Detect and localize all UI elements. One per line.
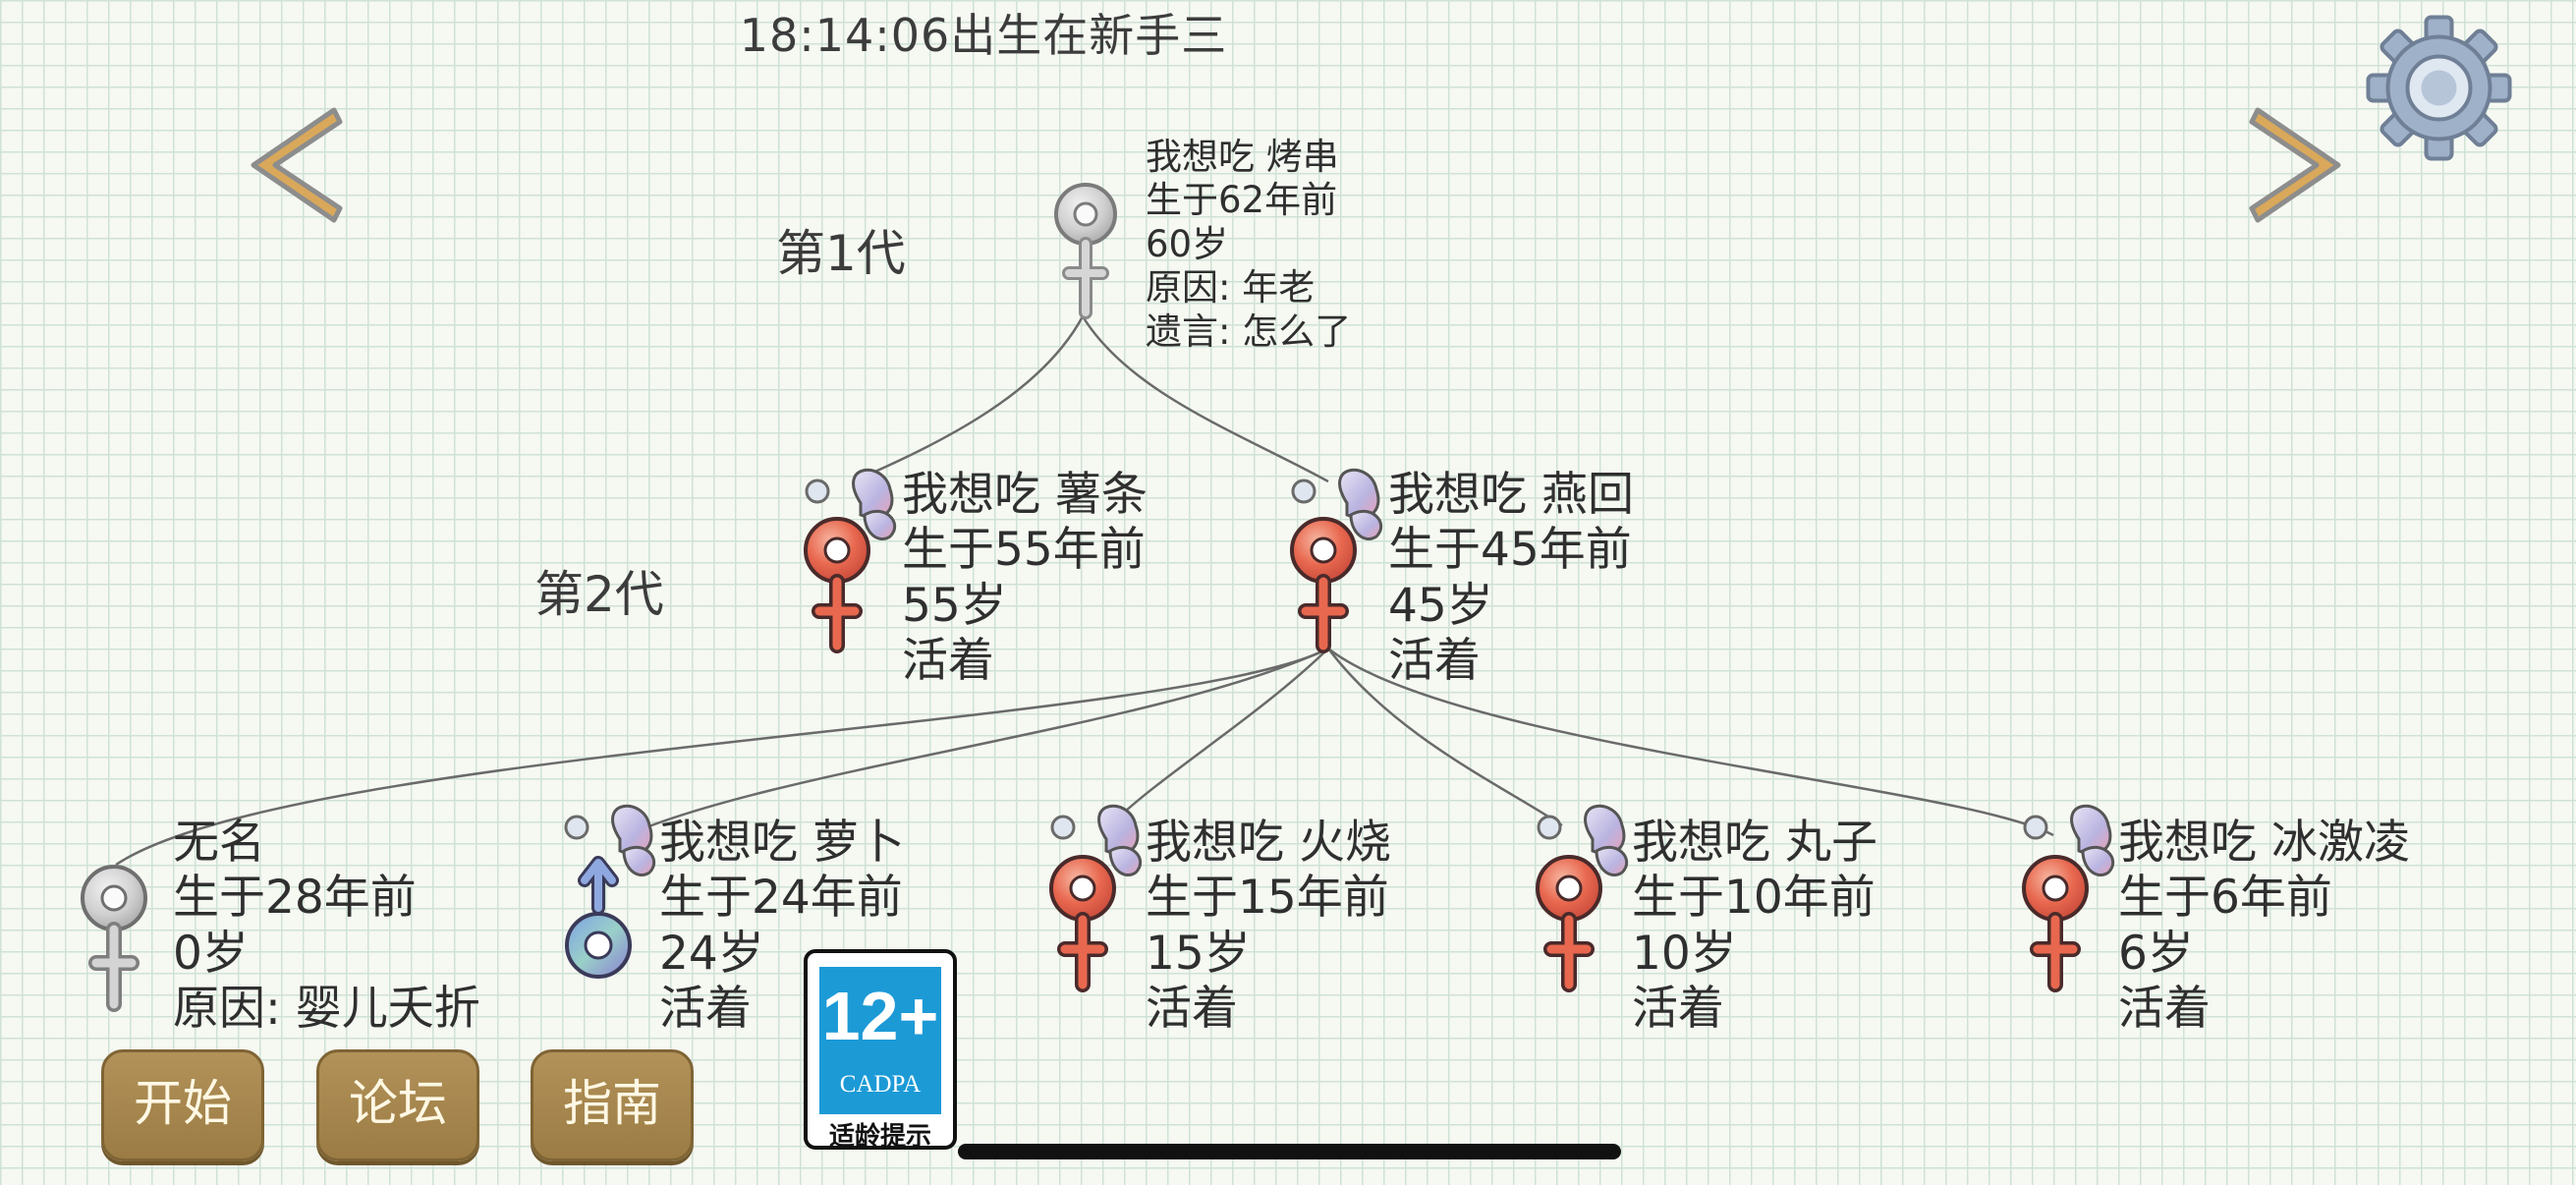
prev-button[interactable] xyxy=(236,98,354,236)
member-cause: 原因: 年老 xyxy=(1146,266,1316,310)
member-born: 生于10年前 xyxy=(1632,871,1876,926)
member-age: 6岁 xyxy=(2118,926,2194,981)
member-name: 我想吃 燕回 xyxy=(1388,468,1634,522)
female-butterfly-symbol-icon xyxy=(1290,468,1383,653)
guide-button[interactable]: 指南 xyxy=(531,1049,694,1161)
chevron-left-icon xyxy=(251,107,343,223)
age-rating-org: CADPA xyxy=(839,1071,922,1098)
settings-button[interactable] xyxy=(2363,12,2515,164)
member-status: 活着 xyxy=(1146,982,1238,1037)
start-button[interactable]: 开始 xyxy=(101,1049,264,1161)
forum-button[interactable]: 论坛 xyxy=(316,1049,479,1161)
member-status: 活着 xyxy=(1388,634,1481,689)
member-age: 55岁 xyxy=(902,578,1007,633)
header-title: 18:14:06出生在新手三 xyxy=(739,9,1228,62)
male-butterfly-symbol-icon xyxy=(564,804,656,979)
member-born: 生于6年前 xyxy=(2118,871,2332,926)
female-butterfly-symbol-icon xyxy=(2022,804,2115,992)
member-name: 我想吃 萝卜 xyxy=(659,816,905,870)
member-name: 我想吃 薯条 xyxy=(902,468,1148,522)
member-born: 生于28年前 xyxy=(173,871,417,926)
female-butterfly-symbol-icon xyxy=(804,468,897,653)
chevron-right-icon xyxy=(2249,107,2341,223)
gear-icon xyxy=(2366,15,2512,161)
member-will: 遗言: 怎么了 xyxy=(1146,310,1352,353)
age-rating-panel: 12+ CADPA xyxy=(819,967,941,1114)
member-age: 0岁 xyxy=(173,926,249,981)
member-born: 生于15年前 xyxy=(1146,871,1389,926)
member-age: 60岁 xyxy=(1146,222,1229,265)
member-status: 活着 xyxy=(2118,982,2211,1037)
age-rating-value: 12+ xyxy=(821,978,939,1054)
member-name: 我想吃 丸子 xyxy=(1632,816,1877,870)
member-born: 生于45年前 xyxy=(1388,523,1632,578)
member-name: 我想吃 火烧 xyxy=(1146,816,1391,870)
member-status: 活着 xyxy=(1632,982,1724,1037)
age-rating-caption: 适龄提示 xyxy=(828,1122,931,1152)
member-age: 10岁 xyxy=(1632,926,1737,981)
member-cause: 原因: 婴儿夭折 xyxy=(173,982,480,1037)
member-born: 生于55年前 xyxy=(902,523,1146,578)
female-butterfly-symbol-icon xyxy=(1049,804,1143,992)
member-age: 45岁 xyxy=(1388,578,1493,633)
member-name: 我想吃 烤串 xyxy=(1146,136,1339,178)
female-symbol-icon xyxy=(1054,183,1117,319)
age-rating-badge: 12+ CADPA 适龄提示 xyxy=(804,949,957,1152)
tree-line xyxy=(852,315,1085,483)
female-butterfly-symbol-icon xyxy=(1536,804,1629,992)
home-indicator[interactable] xyxy=(958,1144,1621,1159)
generation-label-1: 第1代 xyxy=(776,225,906,282)
member-name: 无名 xyxy=(173,816,265,870)
member-born: 生于24年前 xyxy=(659,871,903,926)
member-status: 活着 xyxy=(902,634,994,689)
member-age: 15岁 xyxy=(1146,926,1251,981)
next-button[interactable] xyxy=(2238,98,2356,236)
generation-label-2: 第2代 xyxy=(534,566,664,623)
member-status: 活着 xyxy=(659,982,752,1037)
member-age: 24岁 xyxy=(659,926,764,981)
member-name: 我想吃 冰激凌 xyxy=(2118,816,2410,870)
female-symbol-icon xyxy=(81,865,147,1012)
member-born: 生于62年前 xyxy=(1146,179,1338,222)
